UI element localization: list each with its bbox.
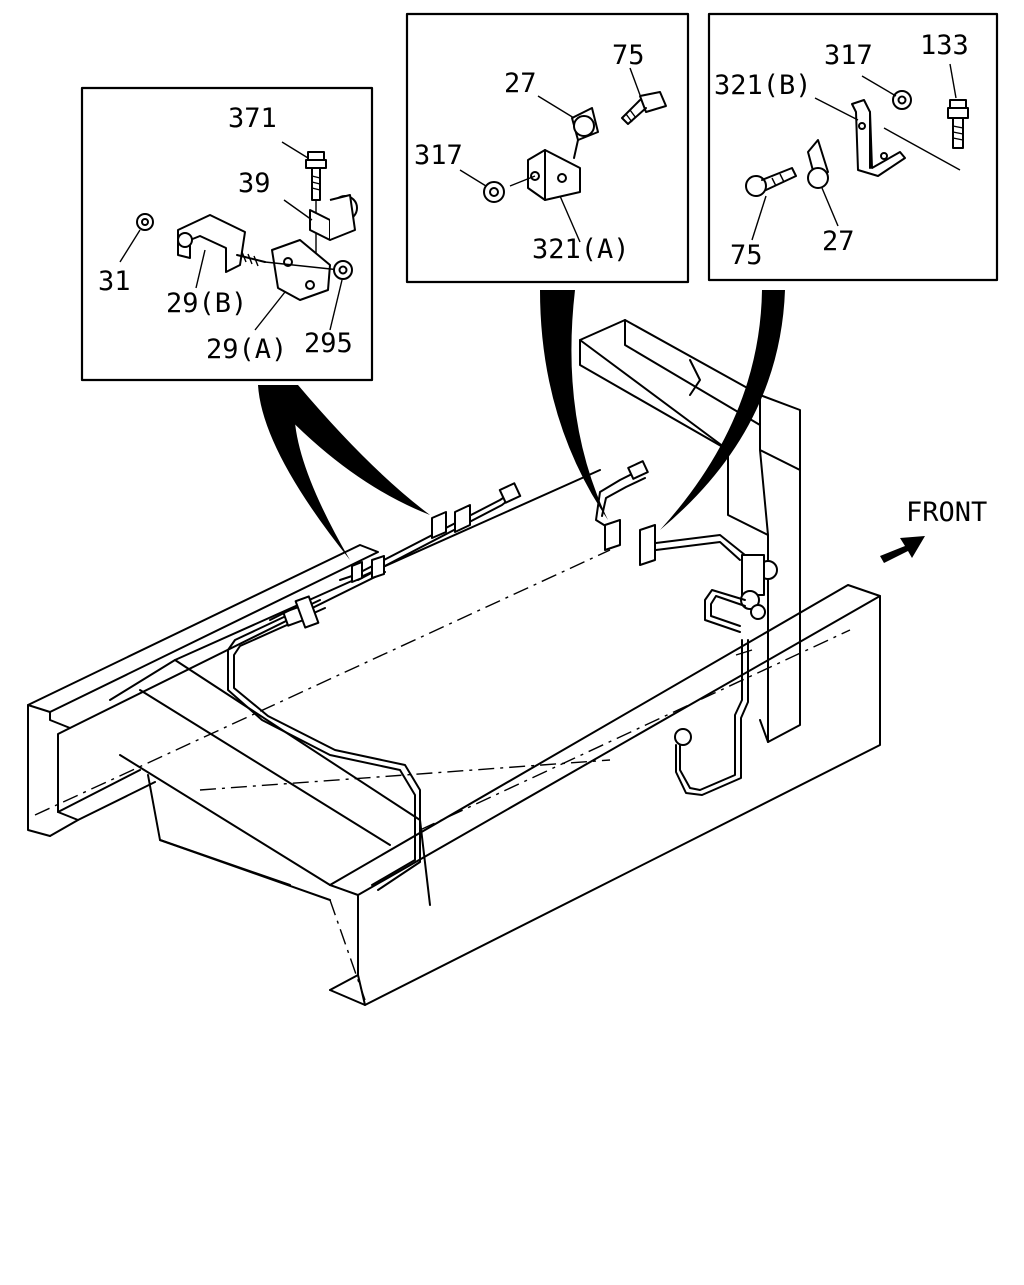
label-321a: 321(A)	[532, 234, 630, 265]
label-31: 31	[98, 266, 131, 297]
label-29a: 29(A)	[206, 334, 287, 365]
label-317-b: 317	[824, 40, 873, 71]
detail-box-2: 75 27 317 321(A)	[405, 12, 690, 284]
label-75-a: 75	[612, 40, 645, 71]
label-27-b: 27	[822, 226, 855, 257]
truck-frame	[27, 319, 881, 1006]
label-39: 39	[238, 168, 271, 199]
label-75-b: 75	[730, 240, 763, 271]
brake-pipes	[227, 460, 778, 891]
label-29b: 29(B)	[166, 288, 247, 319]
front-arrow-group: FRONT	[880, 497, 987, 563]
label-371: 371	[228, 103, 277, 134]
label-295: 295	[304, 328, 353, 359]
label-27-a: 27	[504, 68, 537, 99]
label-321b: 321(B)	[714, 70, 812, 101]
detail-box-1: 371 39 31 29(B) 29(A) 295	[80, 86, 374, 382]
detail-leaders	[258, 290, 785, 560]
label-133: 133	[920, 30, 969, 61]
detail-box-3: 317 133 321(B) 75 27	[707, 12, 999, 282]
label-317-a: 317	[414, 140, 463, 171]
front-label: FRONT	[906, 497, 987, 528]
front-arrow-icon	[880, 536, 925, 563]
